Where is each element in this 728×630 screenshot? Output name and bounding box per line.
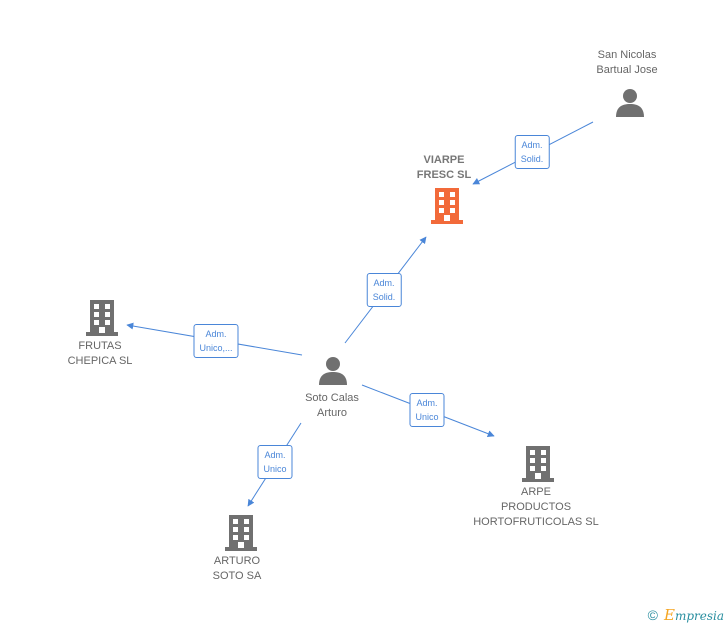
building-icon[interactable]: [431, 188, 463, 224]
node-label-san-nicolas: San Nicolas Bartual Jose: [596, 49, 658, 76]
person-icon[interactable]: [318, 356, 348, 386]
edge-label-soto-arturo[interactable]: Adm. Unico: [257, 445, 293, 479]
building-icon[interactable]: [86, 300, 118, 336]
empresia-logo[interactable]: Empresia: [663, 606, 724, 624]
node-label-frutas-chepica: FRUTAS CHEPICA SL: [67, 340, 133, 367]
edge-label-soto-frutas[interactable]: Adm. Unico,...: [193, 324, 239, 358]
node-label-arpe: ARPE PRODUCTOS HORTOFRUTICOLAS SL: [473, 486, 599, 528]
footer-branding: © Empresia: [648, 606, 724, 624]
edge-label-soto-viarpe[interactable]: Adm. Solid.: [366, 273, 402, 307]
building-icon[interactable]: [225, 515, 257, 551]
edge-label-san-viarpe[interactable]: Adm. Solid.: [514, 135, 550, 169]
person-icon[interactable]: [615, 88, 645, 118]
node-label-viarpe: VIARPE FRESC SL: [416, 154, 472, 181]
edge-label-soto-arpe[interactable]: Adm. Unico: [409, 393, 445, 427]
node-label-soto-calas: Soto Calas Arturo: [305, 392, 359, 419]
node-label-arturo-soto: ARTURO SOTO SA: [212, 555, 262, 582]
copyright-symbol: ©: [647, 607, 658, 623]
building-icon[interactable]: [522, 446, 554, 482]
